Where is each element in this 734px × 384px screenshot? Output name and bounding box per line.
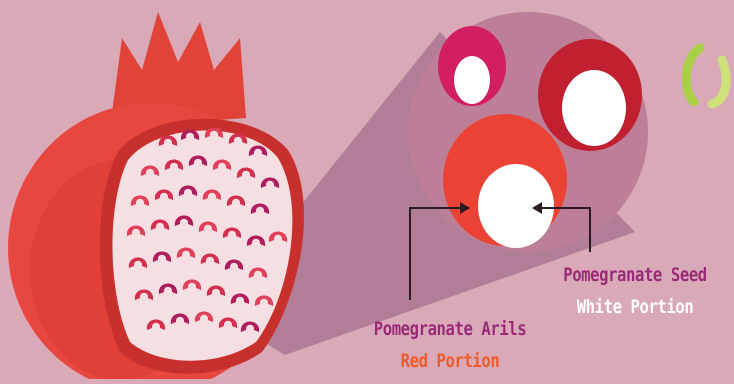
green-leaf-icon-2 [712, 60, 726, 104]
seed-white-small [454, 56, 490, 104]
seed-label-sub: White Portion [541, 296, 730, 318]
arils-label-sub: Red Portion [352, 350, 549, 372]
seed-white-medium [562, 70, 626, 146]
seed-white-large [478, 164, 554, 248]
arils-label-title: Pomegranate Arils [352, 318, 549, 340]
seed-label-title: Pomegranate Seed [541, 264, 730, 286]
green-leaf-icon [686, 48, 700, 102]
pomegranate-flesh [112, 130, 292, 360]
